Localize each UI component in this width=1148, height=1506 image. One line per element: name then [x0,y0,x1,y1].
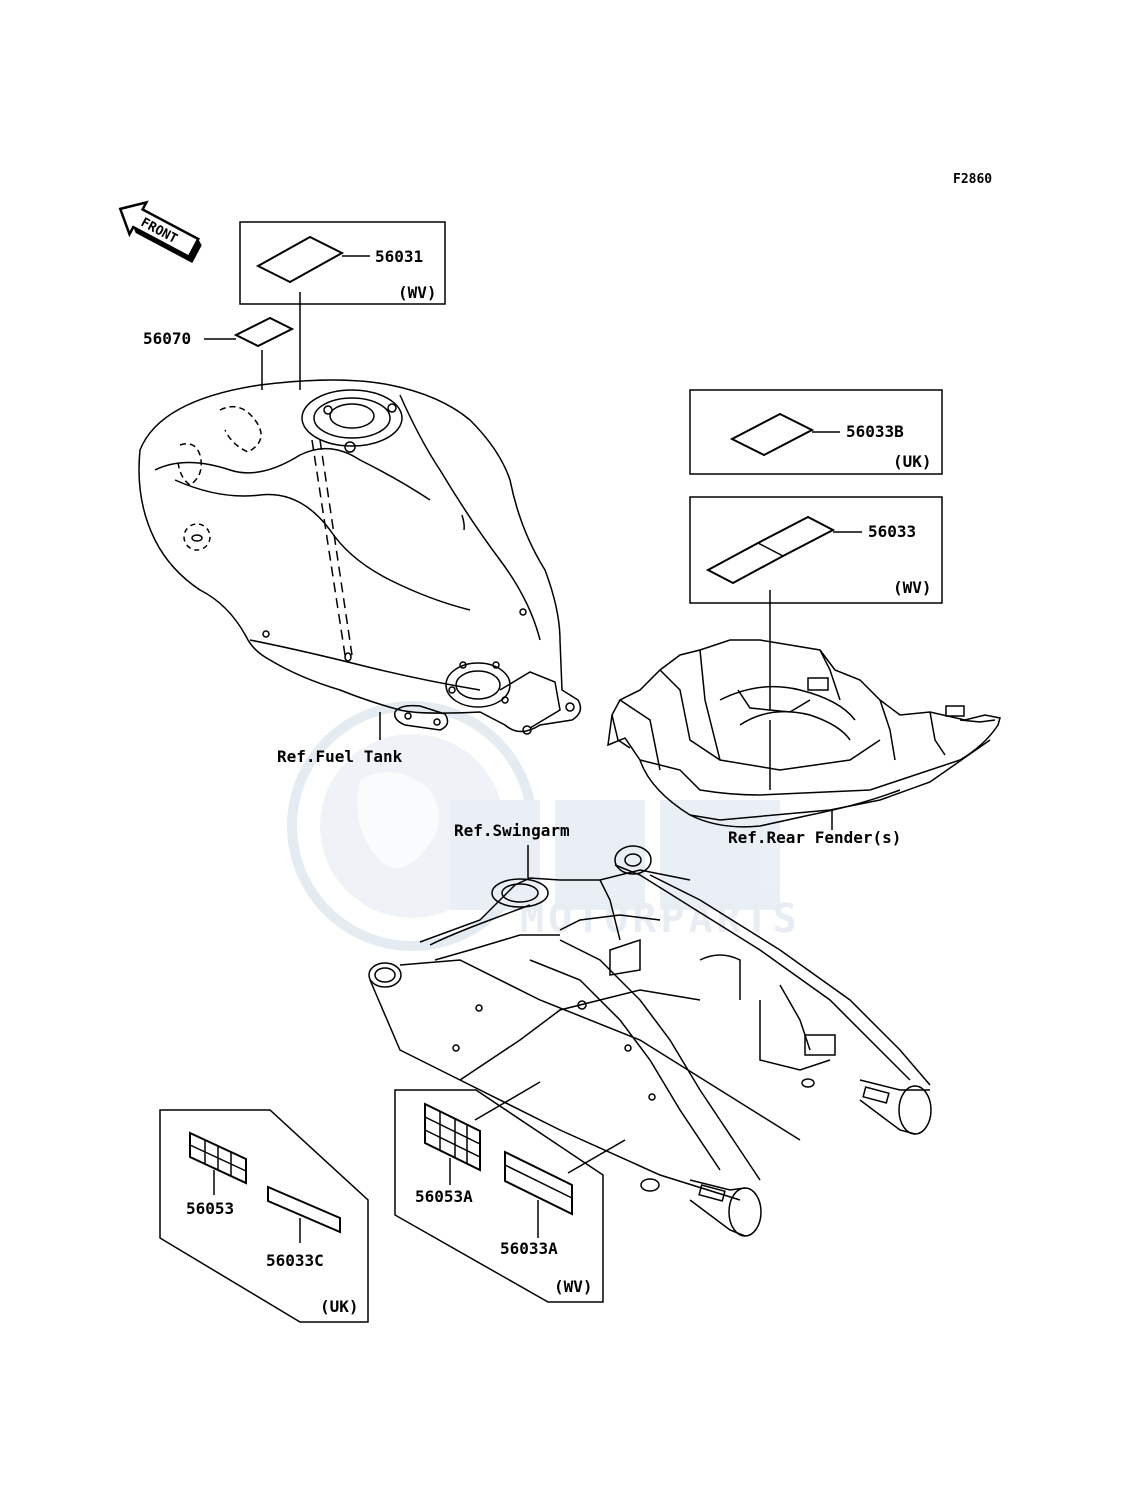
part-number-56033A[interactable]: 56033A [500,1239,558,1258]
rear-fender-drawing [607,639,1001,830]
ref-rear-fender[interactable]: Ref.Rear Fender(s) [728,828,902,847]
part-number-56033B[interactable]: 56033B [846,422,904,441]
region-label-56033B: (UK) [893,452,932,471]
part-number-56031[interactable]: 56031 [375,247,424,266]
figure-code: F2860 [953,172,993,187]
region-label-uk-box: (UK) [320,1297,359,1316]
front-arrow-icon: FRONT [118,200,202,264]
part-number-56033[interactable]: 56033 [868,522,917,541]
decal-56033B-group [689,389,943,475]
region-label-wv-box: (WV) [554,1277,593,1296]
decal-wv-box-group [394,1089,604,1303]
decal-56033-group [689,496,943,710]
region-label-56033: (WV) [893,578,932,597]
part-number-56033C[interactable]: 56033C [266,1251,324,1270]
decal-uk-box-group [159,1109,369,1323]
swingarm-drawing [368,845,932,1237]
part-number-56053A[interactable]: 56053A [415,1187,473,1206]
fuel-tank-drawing [138,379,582,740]
ref-fuel-tank[interactable]: Ref.Fuel Tank [277,747,403,766]
decal-56031-group [239,221,446,390]
ref-swingarm[interactable]: Ref.Swingarm [454,821,570,840]
part-number-56053[interactable]: 56053 [186,1199,235,1218]
decal-56070-group [204,316,295,390]
watermark-sub-text: MOTORPARTS [520,896,801,942]
region-label-56031: (WV) [398,283,437,302]
part-number-56070[interactable]: 56070 [143,329,192,348]
